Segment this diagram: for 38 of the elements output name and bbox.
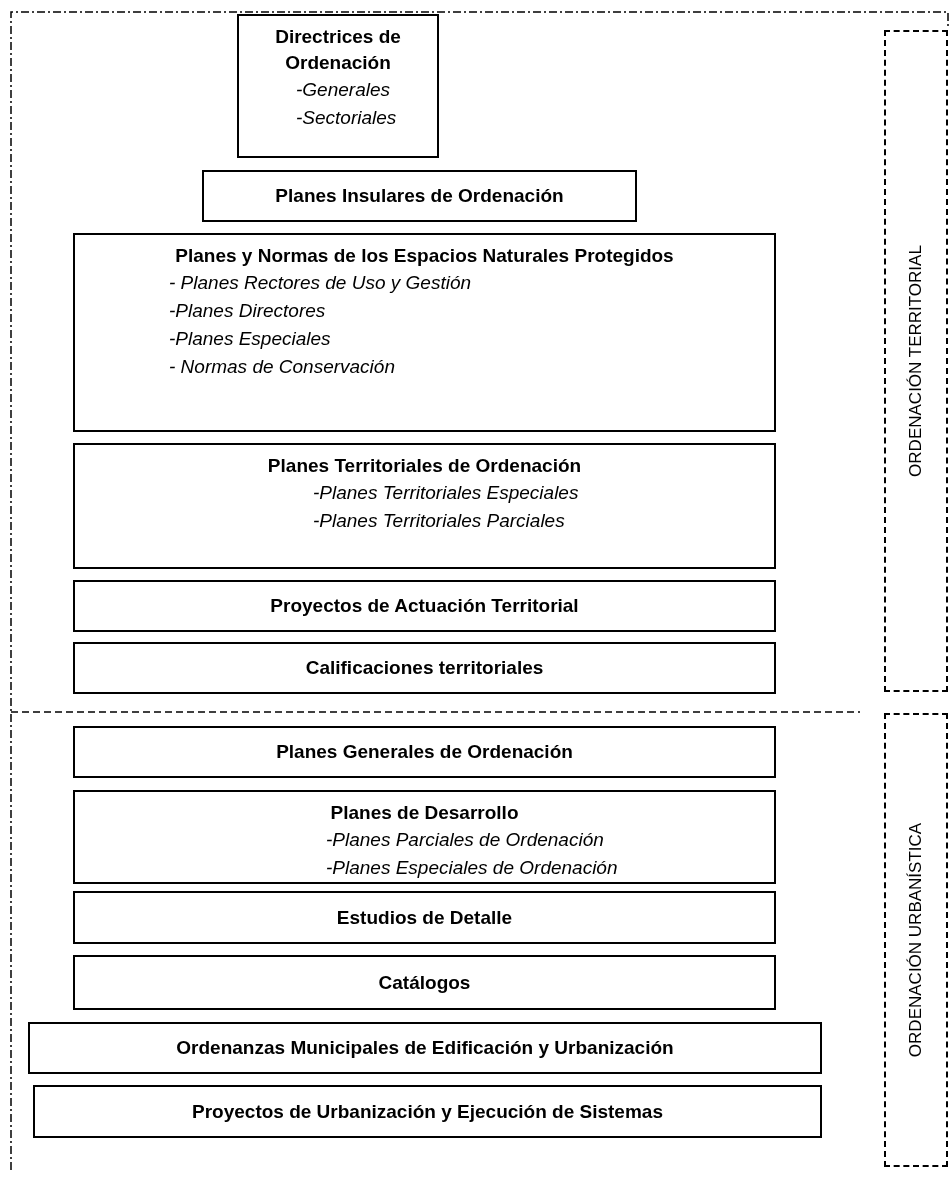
box-heading: Ordenanzas Municipales de Edificación y Urbanización (176, 1036, 674, 1060)
plan-box (73, 443, 776, 569)
plan-box (28, 1022, 822, 1074)
box-heading: Catálogos (378, 970, 471, 995)
plan-box (73, 580, 776, 632)
list-item: -Planes Especiales (169, 327, 331, 351)
group-label: ORDENACIÓN TERRITORIAL (906, 245, 926, 477)
plan-box (73, 891, 776, 944)
list-item: -Planes Parciales de Ordenación (326, 828, 604, 852)
box-heading: Proyectos de Urbanización y Ejecución de Sistemas (192, 1099, 663, 1124)
group-bracket-box (884, 713, 948, 1167)
plan-box (202, 170, 637, 222)
list-item: -Planes Territoriales Especiales (313, 481, 579, 505)
list-item: -Planes Territoriales Parciales (313, 509, 565, 533)
list-item: -Sectoriales (296, 106, 397, 130)
list-item: -Planes Especiales de Ordenación (326, 856, 618, 880)
plan-box (73, 233, 776, 432)
group-label: ORDENACIÓN URBANÍSTICA (906, 822, 926, 1058)
plan-box (73, 955, 776, 1010)
list-item: - Normas de Conservación (169, 355, 395, 379)
box-heading: Planes y Normas de los Espacios Naturales Protegidos (174, 244, 675, 268)
list-item: - Planes Rectores de Uso y Gestión (169, 271, 472, 295)
plan-box (73, 790, 776, 884)
plan-box (237, 14, 439, 158)
box-heading: Planes Insulares de Ordenación (275, 184, 564, 208)
box-heading: Directrices de Ordenación (274, 25, 402, 75)
list-item: -Generales (296, 78, 390, 102)
plan-box (73, 642, 776, 694)
plan-box (73, 726, 776, 778)
list-item: -Planes Directores (169, 299, 326, 323)
box-heading: Calificaciones territoriales (305, 656, 544, 680)
plan-box (33, 1085, 822, 1138)
box-heading: Estudios de Detalle (336, 905, 513, 930)
box-heading: Planes de Desarrollo (329, 801, 520, 825)
box-heading: Planes Territoriales de Ordenación (266, 454, 583, 478)
box-heading: Proyectos de Actuación Territorial (270, 594, 579, 618)
group-bracket-box (884, 30, 948, 692)
box-heading: Planes Generales de Ordenación (276, 740, 573, 764)
